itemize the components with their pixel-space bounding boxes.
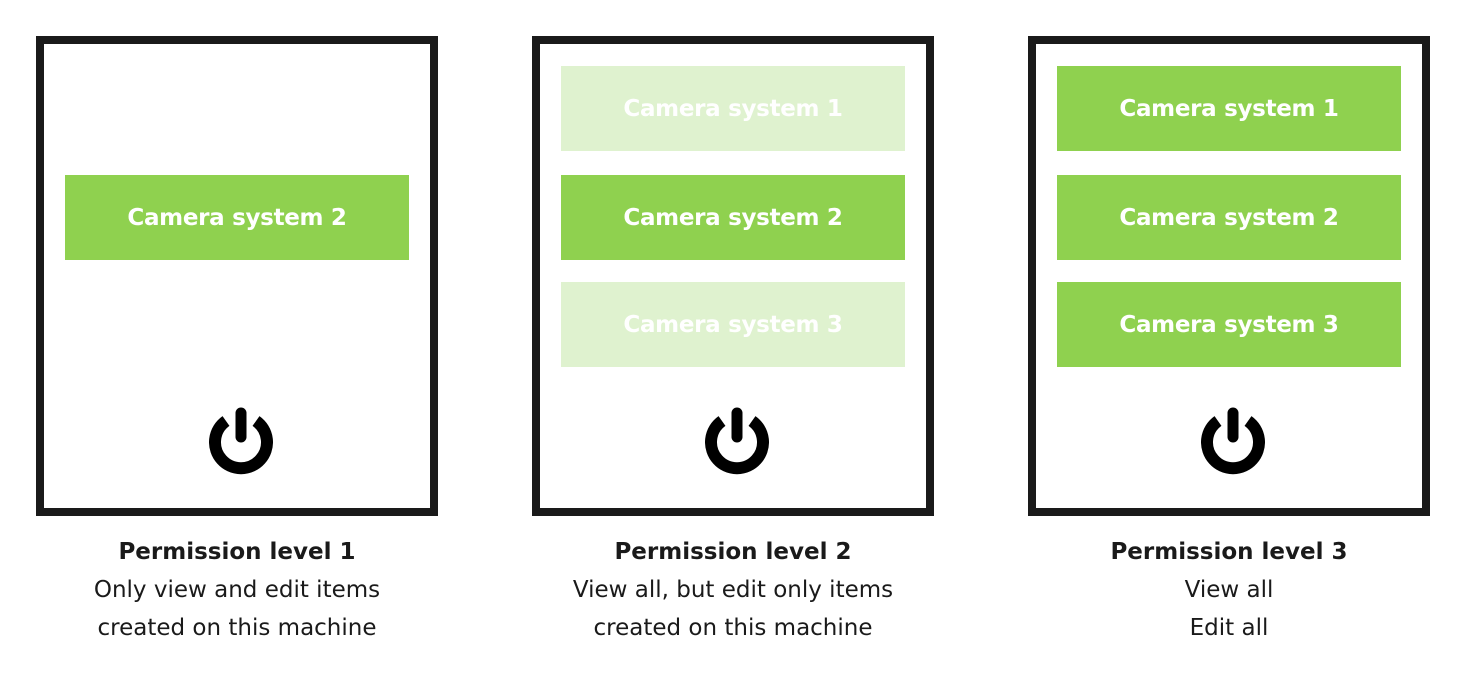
camera-system-button[interactable]: Camera system 1 [1057,66,1401,151]
camera-system-button[interactable]: Camera system 1 [561,66,905,151]
permission-description-line: created on this machine [97,615,377,641]
device-panel-3: Camera system 1 Camera system 2 Camera sys… [1028,36,1430,516]
power-icon [1201,407,1265,477]
camera-system-button[interactable]: Camera system 2 [1057,175,1401,260]
permission-title: Permission level 1 [118,539,356,565]
permission-description-line: created on this machine [593,615,873,641]
camera-system-button[interactable]: Camera system 2 [65,175,409,260]
device-panel-2: Camera system 1 Camera system 2 Camera sys… [532,36,934,516]
camera-system-button[interactable]: Camera system 2 [561,175,905,260]
permission-title: Permission level 2 [614,539,852,565]
permission-description-line: View all [1184,577,1274,603]
permission-description-line: View all, but edit only items [572,577,894,603]
camera-system-button[interactable]: Camera system 3 [1057,282,1401,367]
permission-caption: Permission level 1 Only view and edit ite… [36,533,438,647]
power-icon [705,407,769,477]
permission-description-line: Edit all [1189,615,1269,641]
camera-system-button[interactable]: Camera system 3 [561,282,905,367]
permission-description-line: Only view and edit items [93,577,381,603]
device-panel-1: Camera system 2 [36,36,438,516]
permission-caption: Permission level 2 View all, but edit onl… [532,533,934,647]
power-icon [209,407,273,477]
permission-title: Permission level 3 [1110,539,1348,565]
